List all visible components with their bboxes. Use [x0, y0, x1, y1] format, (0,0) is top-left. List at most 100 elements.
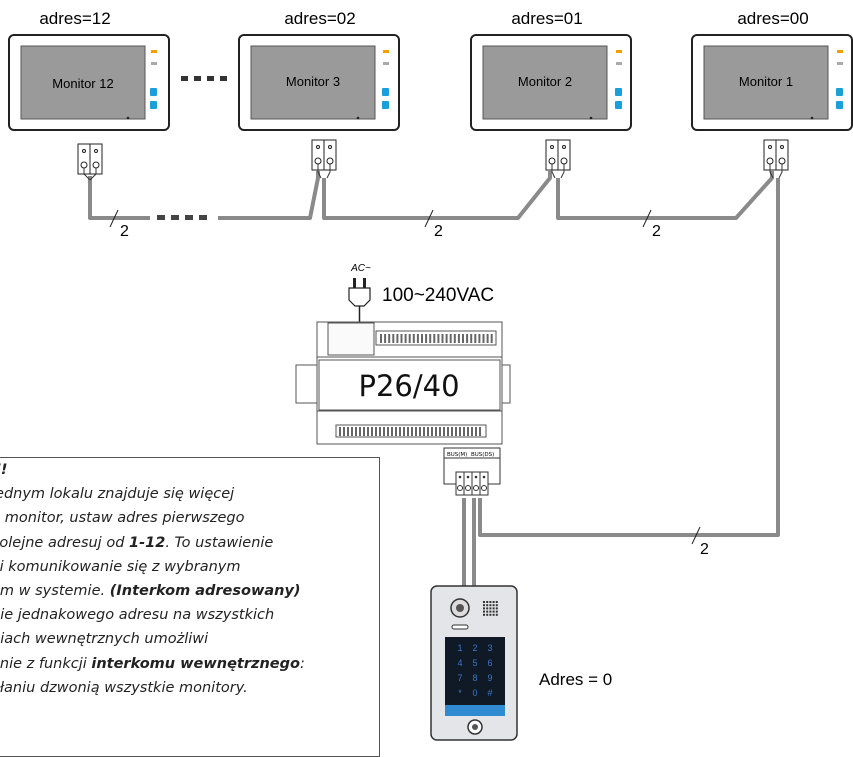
grill-dot [492, 607, 495, 610]
vent-slot [421, 334, 423, 343]
vent-slot [347, 427, 349, 436]
vent-slot [425, 334, 428, 343]
keypad-key: 6 [487, 658, 492, 668]
grill-dot [486, 610, 489, 613]
vent-slot [387, 427, 389, 436]
keypad-key: 4 [457, 658, 462, 668]
vent-slot [449, 334, 452, 343]
grill-dot [489, 604, 492, 607]
grill-dot [486, 604, 489, 607]
vent-slot [391, 427, 393, 436]
monitor-3: adres=02 Monitor 3 [238, 9, 400, 131]
bus-wiring [88, 170, 780, 592]
note-line: jednym lokalu znajduje się więcej [0, 482, 379, 506]
vent-slot [445, 334, 448, 343]
note-text: . To ustawienie [165, 534, 274, 551]
speaker-grill-icon [483, 601, 498, 616]
grill-dot [486, 613, 489, 616]
terminal-block-monitor-1 [763, 139, 789, 171]
vent-slot [392, 334, 395, 343]
vent-slot [474, 334, 477, 343]
wire-count-3: 2 [652, 223, 661, 240]
grill-dot [495, 613, 498, 616]
vent-slot [471, 427, 473, 436]
vent-slot [447, 427, 449, 436]
vent-slot [380, 334, 382, 343]
vent-slot [453, 334, 456, 343]
note-title: E! [0, 462, 8, 478]
keypad-key: 5 [472, 658, 477, 668]
note-text: niach wewnętrznych umożliwi [0, 631, 209, 648]
grill-dot [495, 610, 498, 613]
vent-slot [395, 427, 397, 436]
bus-port-block: BUS(M) BUS(DS) [443, 447, 501, 496]
vent-slot [466, 334, 469, 343]
vent-slot [435, 427, 437, 436]
vent-slot [475, 427, 477, 436]
monitor-3-label: Monitor 3 [286, 74, 340, 89]
monitor-12-address: adres=12 [39, 9, 110, 28]
grill-dot [483, 610, 485, 613]
note-text: em w systemie. [0, 583, 110, 600]
note-emphasis: interkomu wewnętrznego [91, 655, 300, 672]
note-box: E! jednym lokalu znajduje się więcej n mo… [0, 457, 380, 757]
vent-slot [408, 334, 411, 343]
keypad-key: 7 [457, 673, 462, 683]
vent-slot [367, 427, 369, 436]
vent-slot [339, 427, 341, 436]
vent-slot [457, 334, 460, 343]
vent-slot [479, 427, 481, 436]
grill-dot [489, 607, 492, 610]
vent-slot [404, 334, 407, 343]
power-unit-model: P26/40 [358, 369, 459, 403]
note-text: n monitor, ustaw adres pierwszego [0, 510, 245, 527]
note-text: nie jednakowego adresu na wszystkich [0, 607, 275, 624]
vent-slot [439, 427, 441, 436]
monitor-1-address: adres=00 [737, 9, 808, 28]
vent-slot [379, 427, 381, 436]
vent-slot [470, 334, 473, 343]
note-text: : [299, 655, 305, 672]
vent-slot [443, 427, 445, 436]
vent-slot [375, 427, 377, 436]
grill-dot [495, 601, 498, 603]
monitor-1: adres=00 Monitor 1 [691, 9, 853, 131]
vent-slot [486, 334, 489, 343]
grill-dot [492, 613, 495, 616]
more-monitors-dots [181, 76, 227, 81]
vent-slots [339, 334, 493, 436]
bus-m-label: BUS(M) [447, 452, 467, 458]
vent-slot [478, 334, 481, 343]
grill-dot [489, 610, 492, 613]
note-text: jednym lokalu znajduje się więcej [0, 486, 235, 503]
note-line: niach wewnętrznych umożliwi [0, 627, 379, 651]
vent-slot [482, 334, 485, 343]
vent-slot [383, 427, 385, 436]
vent-slot [399, 427, 401, 436]
grill-dot [495, 607, 498, 610]
grill-dot [483, 601, 485, 603]
keypad-key: 0 [472, 688, 477, 698]
power-unit [295, 321, 511, 445]
wire-count-2: 2 [434, 223, 443, 240]
grill-dot [486, 607, 489, 610]
terminal-block-monitor-3 [311, 139, 337, 171]
terminal-block-monitor-2 [545, 139, 571, 171]
vent-slot [359, 427, 361, 436]
vent-slot [415, 427, 417, 436]
monitor-2-address: adres=01 [511, 9, 582, 28]
door-station-address: Adres = 0 [539, 670, 612, 689]
keypad-key: 2 [472, 643, 477, 653]
vent-slot [371, 427, 373, 436]
grill-dot [492, 610, 495, 613]
vent-slot [437, 334, 440, 343]
vent-slot [431, 427, 433, 436]
wire-count-4: 2 [700, 541, 709, 558]
keypad-key: 1 [457, 643, 462, 653]
vent-slot [467, 427, 469, 436]
vent-slot [343, 427, 345, 436]
grill-dot [489, 613, 492, 616]
wire-count-markers: 2 2 2 2 [109, 209, 709, 558]
vent-slot [403, 427, 405, 436]
